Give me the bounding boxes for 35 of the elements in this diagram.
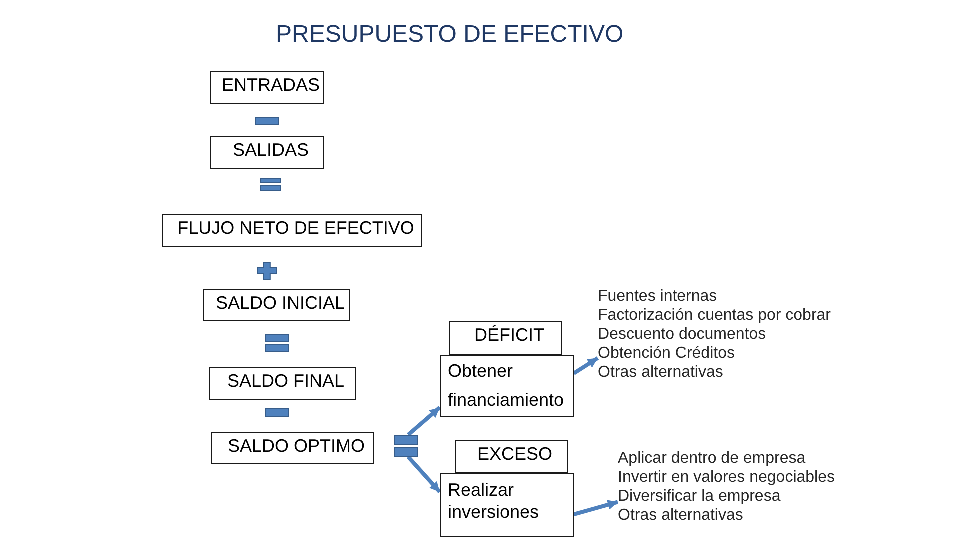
option-text: Invertir en valores negociables bbox=[618, 468, 836, 487]
concept-box bbox=[211, 432, 374, 464]
equals-icon bbox=[394, 435, 418, 457]
arrow bbox=[406, 456, 442, 494]
arrow bbox=[573, 500, 619, 517]
concept-box bbox=[162, 214, 422, 247]
option-text: Otras alternativas bbox=[598, 363, 724, 382]
option-text: Diversificar la empresa bbox=[618, 487, 781, 506]
concept-text: SALDO FINAL bbox=[227, 370, 345, 393]
concept-text: DÉFICIT bbox=[474, 324, 544, 347]
concept-box bbox=[210, 71, 324, 104]
concept-text: EXCESO bbox=[477, 443, 553, 466]
option-text: Otras alternativas bbox=[618, 506, 744, 525]
header-box bbox=[449, 321, 562, 355]
concept-text: SALIDAS bbox=[232, 139, 310, 162]
option-text: Descuento documentos bbox=[598, 325, 766, 344]
concept-text: SALDO INICIAL bbox=[216, 292, 346, 315]
concept-box bbox=[209, 367, 356, 400]
concept-text: SALDO OPTIMO bbox=[228, 435, 366, 458]
concept-text: ENTRADAS bbox=[222, 74, 320, 97]
concept-box bbox=[440, 473, 574, 537]
concept-box bbox=[203, 289, 350, 321]
option-text: Aplicar dentro de empresa bbox=[618, 449, 806, 468]
title: PRESUPUESTO DE EFECTIVO bbox=[276, 21, 624, 49]
option-text: Obtención Créditos bbox=[598, 344, 735, 363]
concept-text: Obtener financiamiento bbox=[448, 360, 566, 412]
option-text: Factorización cuentas por cobrar bbox=[598, 306, 831, 325]
arrow bbox=[572, 356, 600, 376]
concept-box bbox=[440, 355, 574, 417]
concept-text: Realizar inversiones bbox=[448, 479, 540, 523]
header-box bbox=[455, 440, 568, 473]
arrow bbox=[407, 406, 442, 437]
concept-box bbox=[210, 136, 324, 169]
option-text: Fuentes internas bbox=[598, 287, 718, 306]
concept-text: FLUJO NETO DE EFECTIVO bbox=[178, 217, 414, 240]
